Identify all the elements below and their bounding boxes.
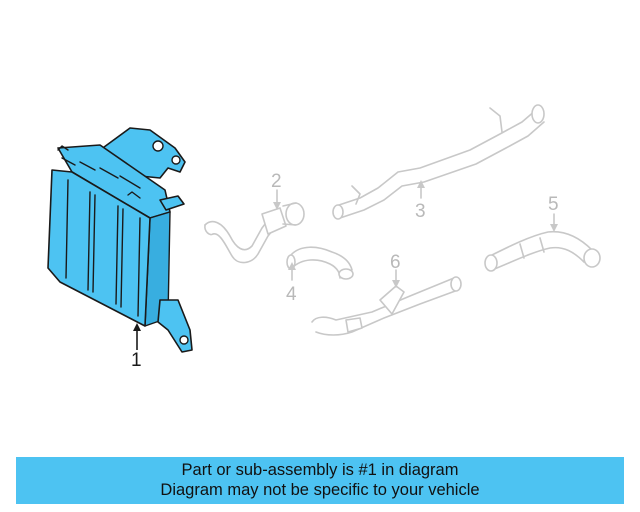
parts-diagram: 1 2 3 4 5 (47, 104, 601, 371)
callout-5: 5 (548, 194, 559, 215)
info-banner: Part or sub-assembly is #1 in diagram Di… (16, 457, 624, 504)
part-2-hose[interactable] (204, 189, 305, 264)
banner-line-2: Diagram may not be specific to your vehi… (160, 481, 480, 499)
part-1-cooler[interactable] (47, 127, 193, 353)
callout-1: 1 (131, 350, 142, 371)
banner-line-1: Part or sub-assembly is #1 in diagram (181, 461, 459, 479)
part-5-hose[interactable] (484, 213, 601, 272)
callout-6: 6 (390, 252, 401, 273)
callout-3: 3 (415, 201, 426, 222)
part-4-hose[interactable] (286, 246, 354, 281)
callout-4: 4 (286, 284, 297, 305)
part-3-pipe[interactable] (332, 104, 545, 220)
part-6-pipe[interactable] (311, 269, 462, 336)
callout-2: 2 (271, 171, 282, 192)
